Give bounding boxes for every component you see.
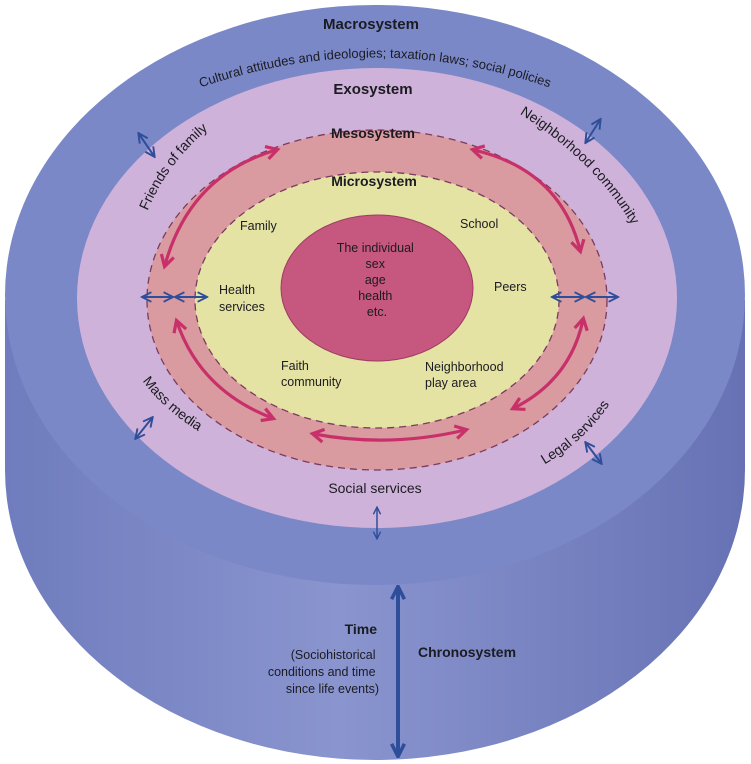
meso-arrow-top-right xyxy=(469,144,586,255)
individual-line-age: age xyxy=(365,273,386,287)
exosystem-item-social: Social services xyxy=(328,480,421,496)
connector-arrows xyxy=(136,120,617,538)
micro-item-neighborhood-line1: Neighborhood xyxy=(425,360,504,374)
mesosystem-arrows xyxy=(159,144,589,444)
micro-item-faith-line2: community xyxy=(281,375,342,389)
meso-arrow-bottom xyxy=(309,424,470,444)
arrow-neighborhood-macro xyxy=(586,120,600,142)
meso-arrow-bottom-left xyxy=(172,317,277,423)
micro-item-family: Family xyxy=(240,219,278,233)
individual-text: The individual sex age health etc. xyxy=(337,241,418,319)
micro-item-neighborhood-line2: play area xyxy=(425,376,476,390)
micro-item-faith-community: Faith community xyxy=(281,359,342,389)
microsystem-title: Microsystem xyxy=(331,173,417,189)
arrow-legal-macro xyxy=(586,443,601,463)
micro-item-health-services: Health services xyxy=(219,283,265,314)
micro-item-health-line2: services xyxy=(219,300,265,314)
individual-line-title: The individual xyxy=(337,241,414,255)
mesosystem-title: Mesosystem xyxy=(331,125,415,141)
time-description-line2: conditions and time xyxy=(268,665,376,679)
time-description-line3: since life events) xyxy=(286,682,379,696)
individual-line-etc: etc. xyxy=(367,305,387,319)
exosystem-title: Exosystem xyxy=(333,81,412,98)
time-label: Time xyxy=(345,621,378,637)
micro-item-neighborhood-play: Neighborhood play area xyxy=(425,360,507,390)
micro-item-faith-line1: Faith xyxy=(281,359,309,373)
micro-item-peers: Peers xyxy=(494,280,527,294)
individual-line-sex: sex xyxy=(366,257,386,271)
meso-arrow-top-left xyxy=(159,144,281,270)
micro-item-school: School xyxy=(460,217,498,231)
arrow-massmedia-macro xyxy=(136,418,152,438)
individual-line-health: health xyxy=(358,289,392,303)
time-description: (Sociohistorical conditions and time sin… xyxy=(268,648,379,696)
meso-arrow-bottom-right xyxy=(509,315,589,412)
macrosystem-title: Macrosystem xyxy=(323,16,419,33)
chronosystem-title: Chronosystem xyxy=(418,644,516,660)
time-description-line1: (Sociohistorical xyxy=(291,648,376,662)
micro-item-health-line1: Health xyxy=(219,283,255,297)
individual-core xyxy=(280,214,474,362)
arrow-friends-macro xyxy=(139,134,154,156)
